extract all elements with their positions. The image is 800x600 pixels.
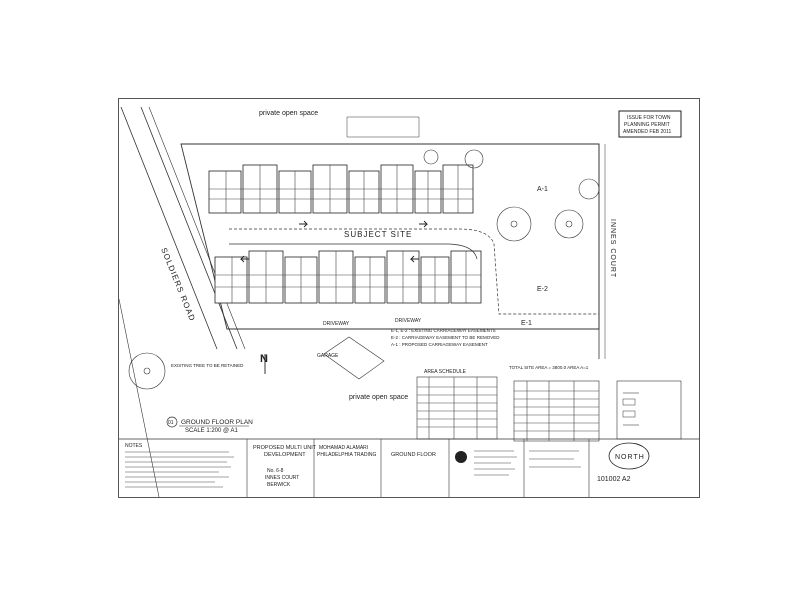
- pos-bottom-label: private open space: [349, 394, 408, 401]
- driveway-label: DRIVEWAY: [323, 321, 350, 327]
- a1-label: A-1: [537, 186, 548, 193]
- client-name-2: PHILADELPHIA TRADING: [317, 452, 376, 458]
- north-arrow: N: [260, 353, 268, 374]
- trees-right: [423, 149, 600, 242]
- svg-text:AMENDED FEB 2011: AMENDED FEB 2011: [623, 129, 671, 135]
- units-top-row: [208, 164, 474, 214]
- site-area-label: TOTAL SITE AREA = 3800.0 AREA A=1: [509, 365, 589, 370]
- existing-tree-label: EXISTING TREE TO BE RETAINED: [171, 363, 244, 368]
- flow-arrows: [239, 220, 429, 263]
- area-schedule-table: AREA SCHEDULE: [416, 369, 498, 440]
- svg-text:AREA SCHEDULE: AREA SCHEDULE: [424, 369, 467, 375]
- svg-text:PLANNING PERMIT: PLANNING PERMIT: [624, 122, 670, 128]
- e1-label: E-1: [521, 320, 532, 327]
- planning-stamp: ISSUE FOR TOWN PLANNING PERMIT AMENDED F…: [618, 110, 682, 138]
- address-2: INNES COURT: [265, 475, 299, 481]
- svg-text:GROUND FLOOR PLAN: GROUND FLOOR PLAN: [181, 419, 253, 426]
- easement-note-2: E-2 : CARRIAGEWAY EASEMENT TO BE REMOVED: [391, 335, 500, 340]
- pos-top-label: private open space: [259, 110, 318, 117]
- address-1: No. 6-8: [267, 468, 284, 474]
- e2-label: E-2: [537, 286, 548, 293]
- address-3: BERWICK: [267, 482, 291, 488]
- driveway-curve: [229, 228, 599, 315]
- drawing-number: 101002 A2: [597, 476, 631, 483]
- svg-text:N: N: [260, 353, 268, 365]
- driveway2-label: DRIVEWAY: [395, 318, 422, 324]
- subject-site-label: SUBJECT SITE: [344, 230, 412, 239]
- project-name-1: PROPOSED MULTI UNIT: [253, 445, 317, 451]
- plan-title: 01 GROUND FLOOR PLAN SCALE 1:200 @ A1: [166, 416, 253, 434]
- garage-label: GARAGE: [317, 353, 339, 359]
- svg-text:ISSUE FOR TOWN: ISSUE FOR TOWN: [627, 115, 671, 121]
- client-name-1: MOHAMAD ALAMARI: [319, 445, 368, 451]
- easement-note-3: A-1 : PROPOSED CARRIAGEWAY EASEMENT: [391, 342, 488, 347]
- svg-text:01: 01: [168, 420, 174, 426]
- garage-outline: [323, 336, 385, 380]
- soldiers-road: [119, 106, 246, 497]
- existing-tree: [128, 352, 166, 390]
- svg-text:SCALE 1:200 @ A1: SCALE 1:200 @ A1: [185, 428, 238, 434]
- sheet-name: GROUND FLOOR: [391, 452, 436, 458]
- easement-note-1: E-1, E-2 : EXISTING CARRIAGEWAY EASEMENT…: [391, 328, 496, 333]
- project-name-2: DEVELOPMENT: [264, 452, 306, 458]
- legend-box: [616, 380, 682, 440]
- court-label: INNES COURT: [609, 219, 616, 278]
- drawing-sheet: SOLDIERS ROAD: [118, 98, 700, 498]
- title-block: NOTES PROPOSED MULTI UNIT DEVELOPMENT No…: [119, 438, 699, 497]
- site-plan-drawing: SOLDIERS ROAD: [119, 106, 699, 497]
- north-logo: NORTH: [615, 454, 645, 461]
- units-bottom-row: [214, 250, 482, 304]
- floor-area-table: [513, 380, 600, 442]
- notes-title: NOTES: [125, 443, 143, 449]
